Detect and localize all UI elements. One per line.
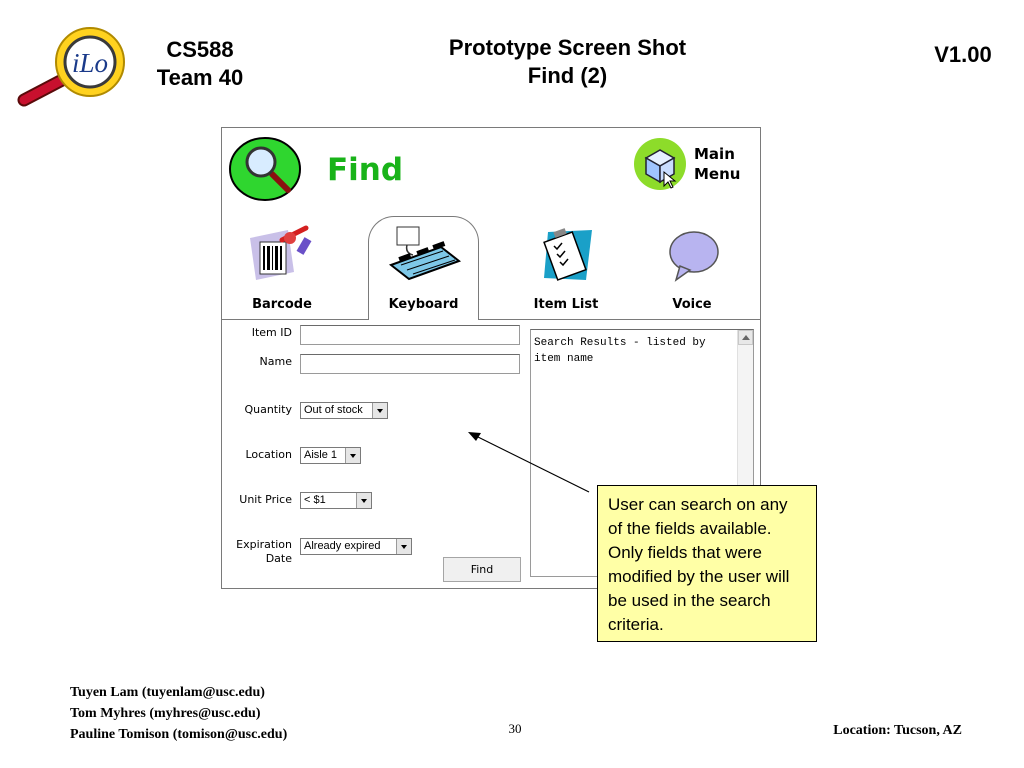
main-menu-button[interactable]: Main Menu (630, 136, 756, 192)
expiration-label-line2: Date (265, 552, 292, 565)
unit-price-label: Unit Price (239, 493, 292, 506)
find-magnifier-icon (228, 136, 302, 202)
tab-keyboard[interactable]: Keyboard (368, 216, 479, 320)
chevron-down-icon[interactable] (396, 539, 411, 554)
scroll-up-icon[interactable] (738, 330, 753, 345)
item-id-input[interactable] (300, 325, 520, 345)
magnifier-logo-icon: iLo (17, 27, 125, 107)
main-menu-label: Main Menu (694, 145, 741, 183)
logo-text: iLo (72, 48, 108, 78)
tab-item-list-label: Item List (533, 297, 599, 312)
item-id-label: Item ID (251, 326, 292, 339)
quantity-select[interactable]: Out of stock (300, 402, 388, 419)
author-3: Pauline Tomison (tomison@usc.edu) (70, 727, 288, 742)
slide-title-line1: Prototype Screen Shot (448, 35, 687, 60)
version-label: V1.00 (934, 42, 992, 67)
team-name: Team 40 (156, 65, 244, 90)
tab-voice-label: Voice (672, 297, 712, 312)
slide-title: Prototype Screen Shot Find (2) (400, 34, 735, 90)
barcode-icon (250, 225, 312, 280)
ilo-logo: iLo (14, 24, 132, 114)
location-value: Aisle 1 (304, 449, 338, 461)
tab-item-list[interactable]: Item List (516, 216, 616, 320)
expiration-select[interactable]: Already expired (300, 538, 412, 555)
tab-divider-right (478, 319, 760, 320)
chevron-down-icon[interactable] (356, 493, 371, 508)
author-2: Tom Myhres (myhres@usc.edu) (70, 706, 261, 721)
search-results-text: Search Results - listed by item name (534, 337, 706, 365)
chevron-down-icon[interactable] (345, 448, 360, 463)
expiration-label-line1: Expiration (236, 538, 292, 551)
find-button[interactable]: Find (443, 557, 521, 582)
unit-price-value: < $1 (304, 494, 326, 506)
unit-price-select[interactable]: < $1 (300, 492, 372, 509)
tab-barcode-label: Barcode (252, 297, 312, 312)
quantity-value: Out of stock (304, 404, 363, 416)
keyboard-icon (388, 226, 462, 281)
chevron-down-icon[interactable] (372, 403, 387, 418)
tab-voice[interactable]: Voice (642, 216, 742, 320)
location-label: Location (245, 448, 292, 461)
author-1: Tuyen Lam (tuyenlam@usc.edu) (70, 685, 265, 700)
input-mode-tabs: Barcode Keyboard Item List (222, 216, 760, 320)
speech-bubble-icon (669, 231, 719, 282)
location-footer: Location: Tucson, AZ (833, 723, 962, 738)
annotation-callout: User can search on any of the fields ava… (597, 485, 817, 642)
screen-title: Find (327, 152, 404, 188)
tab-barcode[interactable]: Barcode (232, 216, 332, 320)
expiration-value: Already expired (304, 540, 381, 552)
page-number: 30 (508, 721, 522, 736)
clipboard-icon (543, 228, 592, 281)
tab-divider-left (222, 319, 368, 320)
course-code: CS588 (166, 37, 234, 62)
expiration-date-label: Expiration Date (222, 538, 292, 566)
name-label: Name (259, 355, 292, 368)
location-select[interactable]: Aisle 1 (300, 447, 361, 464)
name-input[interactable] (300, 354, 520, 374)
course-info: CS588 Team 40 (140, 36, 260, 92)
home-cube-icon (634, 138, 686, 190)
quantity-label: Quantity (244, 403, 292, 416)
author-list: Tuyen Lam (tuyenlam@usc.edu) Tom Myhres … (70, 682, 287, 745)
tab-keyboard-label: Keyboard (388, 297, 459, 312)
slide-title-line2: Find (2) (527, 63, 608, 88)
